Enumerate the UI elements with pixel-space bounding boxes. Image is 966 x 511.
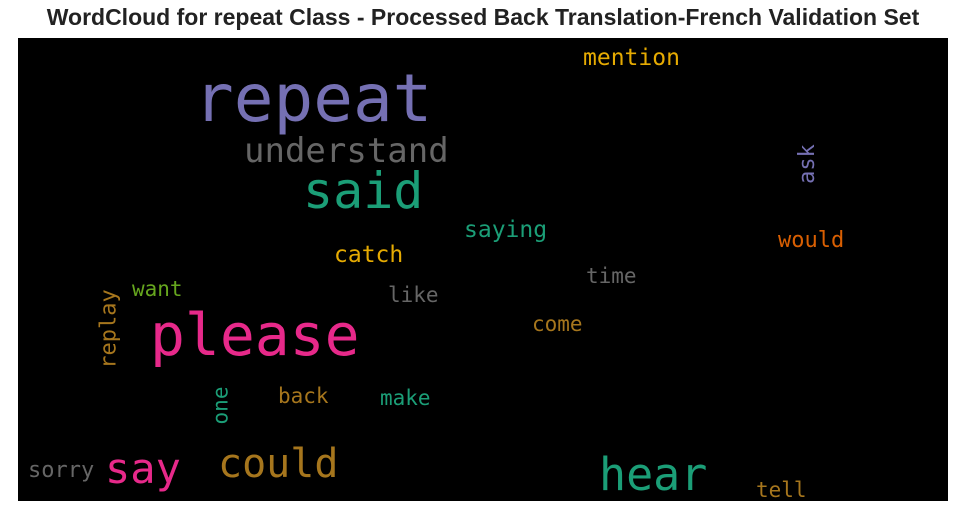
wordcloud-canvas: repeat understand said mention ask sayin… [18, 38, 948, 501]
word-mention: mention [583, 45, 680, 71]
word-could: could [218, 441, 339, 487]
word-say: say [105, 444, 181, 493]
word-would: would [778, 228, 845, 253]
word-like: like [388, 283, 439, 307]
word-repeat: repeat [194, 60, 433, 137]
word-said: said [303, 162, 424, 220]
word-back: back [278, 384, 329, 408]
word-replay: replay [96, 289, 122, 369]
word-catch: catch [334, 242, 404, 268]
word-understand: understand [244, 131, 449, 171]
word-want: want [132, 277, 183, 301]
word-please: please [150, 301, 360, 369]
word-time: time [586, 264, 637, 288]
word-tell: tell [756, 478, 807, 501]
word-sorry: sorry [28, 458, 95, 483]
word-hear: hear [599, 448, 708, 501]
word-come: come [532, 312, 583, 336]
word-saying: saying [464, 217, 548, 243]
word-ask: ask [794, 144, 820, 184]
word-one: one [208, 386, 233, 425]
chart-title: WordCloud for repeat Class - Processed B… [46, 4, 920, 30]
word-make: make [380, 386, 431, 410]
